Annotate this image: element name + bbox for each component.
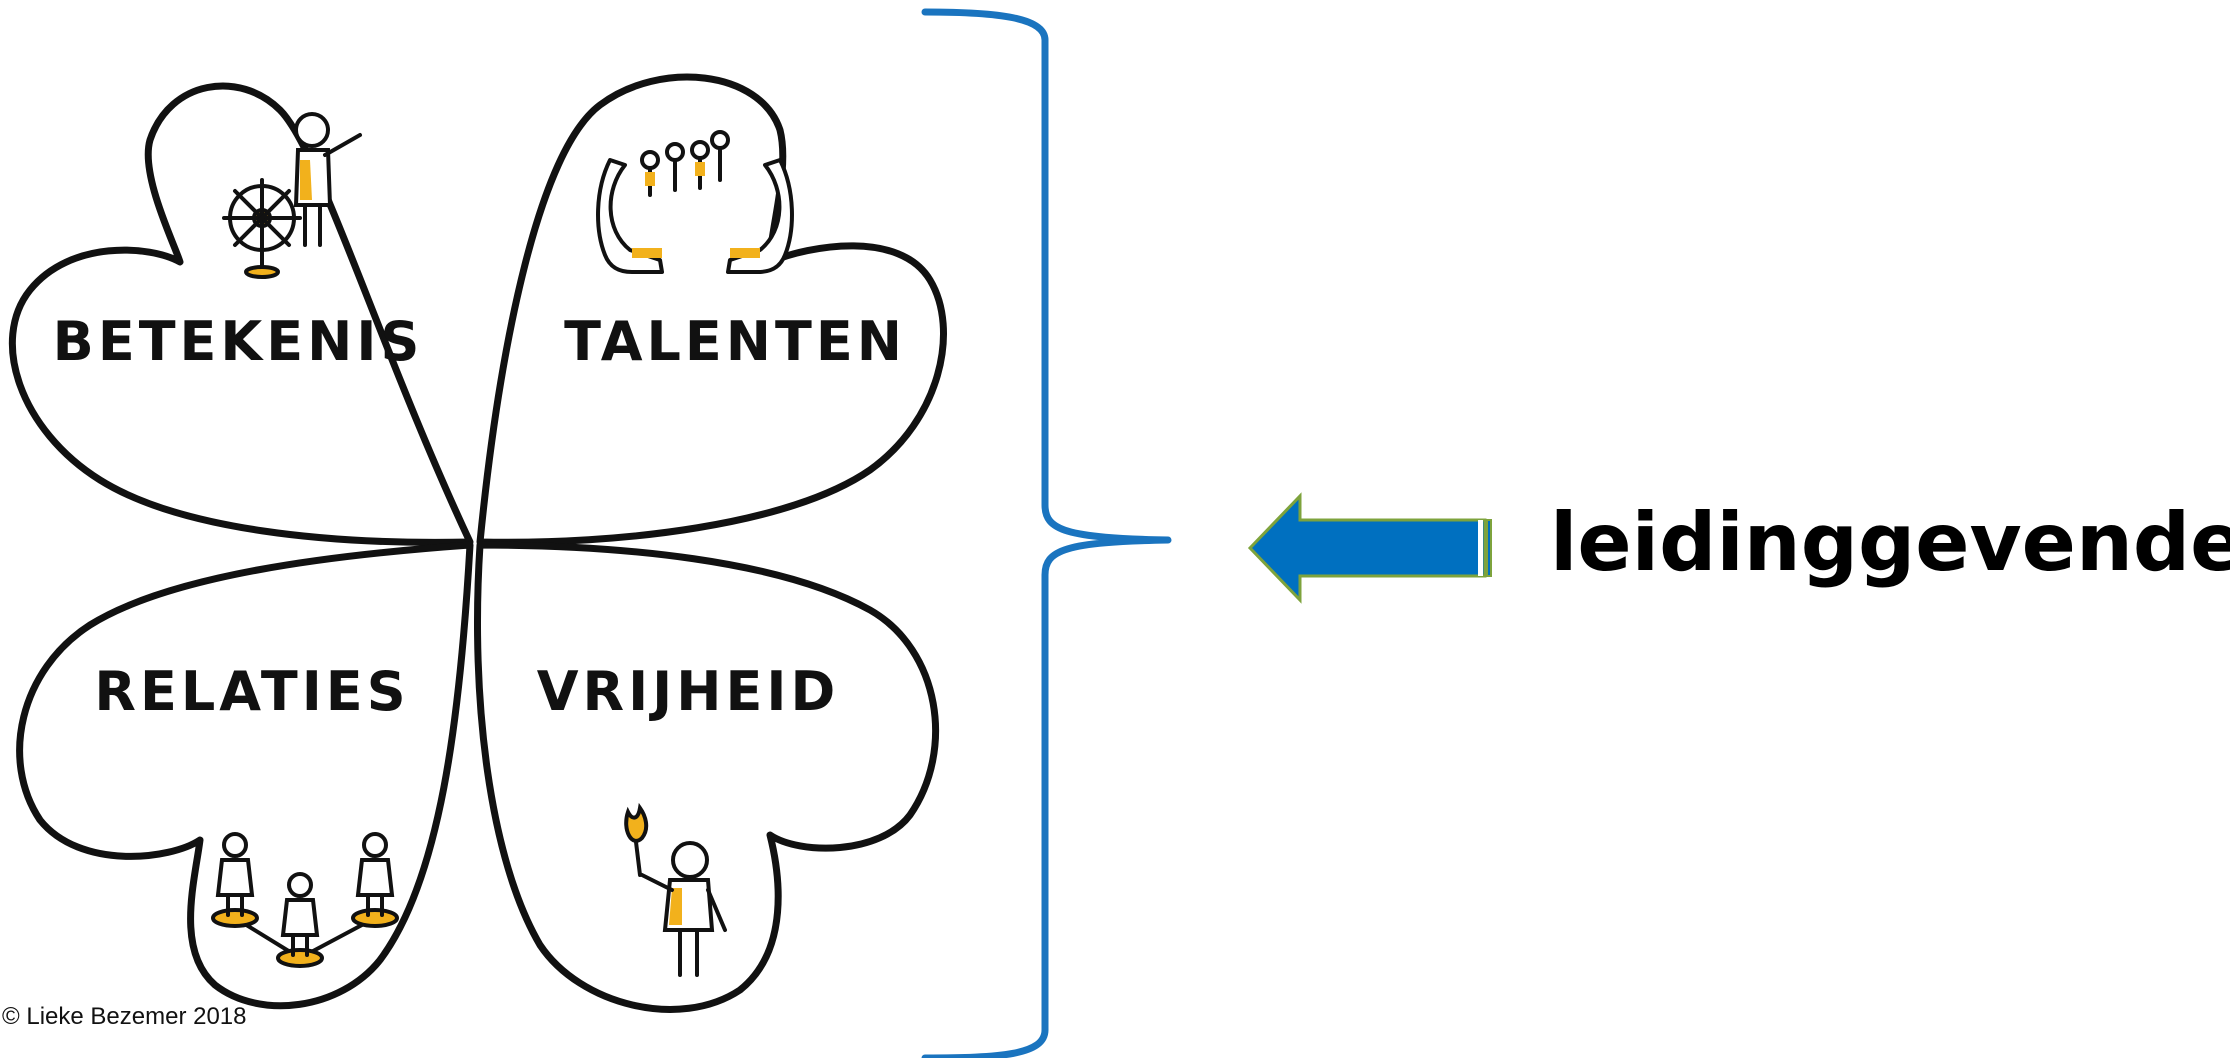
clover-outline xyxy=(8,73,947,1013)
petal-label-vrijheid: VRIJHEID xyxy=(537,660,840,723)
torch-bearer-icon xyxy=(624,802,727,977)
petal-bottom-left xyxy=(16,541,474,1010)
petal-bottom-right xyxy=(474,541,939,1013)
copyright-text: © Lieke Bezemer 2018 xyxy=(2,1003,247,1030)
hands-holding-people-icon xyxy=(596,130,794,274)
petal-label-relaties: RELATIES xyxy=(94,660,409,723)
arrow-left-icon xyxy=(1247,492,1492,604)
connected-people-icon xyxy=(211,832,399,968)
ship-wheel-person-icon xyxy=(222,112,362,279)
petal-label-betekenis: BETEKENIS xyxy=(53,310,424,373)
curly-brace-icon xyxy=(921,8,1172,1058)
petal-label-talenten: TALENTEN xyxy=(564,310,906,373)
leidinggevende-label: leidinggevende xyxy=(1550,496,2230,589)
